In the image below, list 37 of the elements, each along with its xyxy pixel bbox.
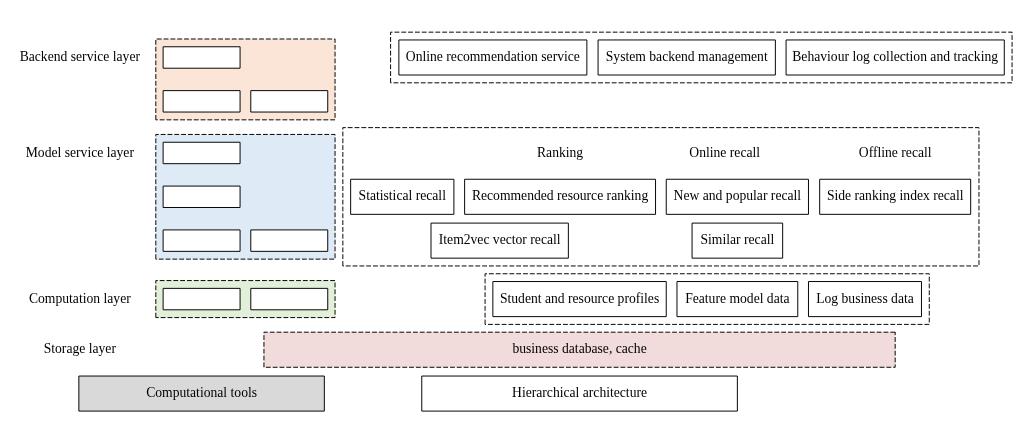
node-box: Item2vec vector recall [430,222,569,259]
node-box: Computational tools [78,375,325,412]
node-box: Recommended resource ranking [464,178,657,215]
label: Offline recall [858,144,932,160]
node-box [162,185,241,208]
cluster [342,127,980,267]
cluster [484,273,930,325]
node-box: Side ranking index recall [819,178,972,215]
node-box [162,90,241,113]
node-box: Statistical recall [350,178,455,215]
node-box [250,229,329,252]
node-box [162,46,241,69]
node-box: Similar recall [691,222,784,259]
cluster [155,133,336,260]
label: Storage layer [43,341,116,357]
node-box: Behaviour log collection and tracking [785,39,1005,76]
node-box [162,229,241,252]
cluster [390,31,1013,84]
label: Online recall [689,144,761,160]
label: Ranking [536,144,584,160]
node-box: Feature model data [676,281,799,318]
cluster [155,280,336,319]
node-box [250,287,329,311]
node-box [250,90,329,113]
node-box [162,141,241,165]
node-box: Hierarchical architecture [421,375,738,412]
label: Computation layer [28,290,131,306]
node-box: business database, cache [263,331,896,368]
label: Model service layer [25,144,134,160]
node-box: Student and resource profiles [492,281,667,318]
node-box: Online recommendation service [398,39,588,76]
label: Backend service layer [19,49,140,65]
node-box: System backend management [597,39,776,76]
cluster [155,38,336,121]
node-box: Log business data [808,281,922,318]
node-box: New and popular recall [665,178,809,215]
node-box [162,287,241,311]
